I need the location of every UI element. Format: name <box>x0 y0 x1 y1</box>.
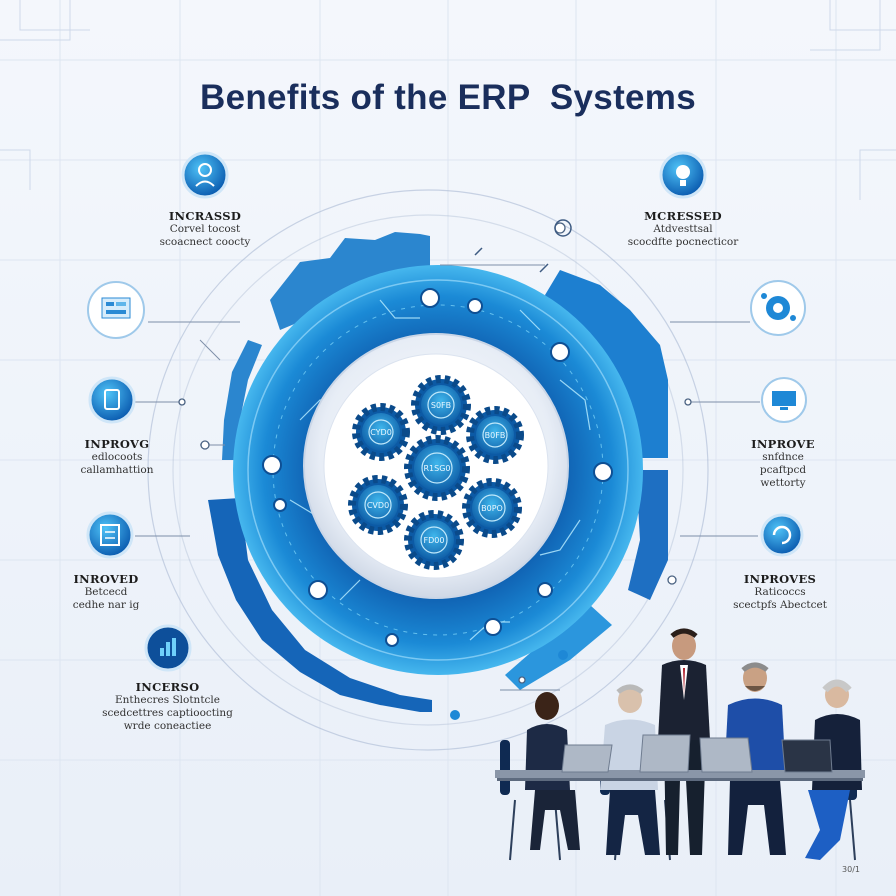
benefit-top-right: MCRESSED Atdvesttsal scocdfte pocnectico… <box>603 209 763 249</box>
ring-nodes <box>262 288 613 647</box>
benefit-line: Atdvesttsal <box>653 223 713 235</box>
benefit-line: wettorty <box>760 477 806 489</box>
person-icon <box>181 151 229 199</box>
gear-label: R1SG0 <box>423 464 450 473</box>
floating-widgets <box>450 219 572 720</box>
corner-mark: 30/1 <box>842 865 860 874</box>
benefit-heading: INPROVES <box>743 572 817 586</box>
benefit-line: snfdnce <box>762 451 804 463</box>
benefit-line: Enthecres Slotntcle <box>115 694 220 706</box>
benefit-line: scectpfs Abectcet <box>733 599 827 611</box>
page-title: Benefits of the ERP Systems <box>200 78 696 117</box>
benefit-mid-left: INPROVG edlocoots callamhattion <box>42 437 192 477</box>
gear-label: B0FB <box>485 431 506 440</box>
benefit-line: scedcettres captioocting <box>102 707 233 719</box>
benefit-low-left: INROVED Betcecd cedhe nar ig <box>36 572 176 612</box>
gear-label: S0FB <box>431 401 451 410</box>
dashboard-icon <box>87 281 145 339</box>
benefit-line: Betcecd <box>84 586 128 598</box>
benefit-line: Raticoccs <box>754 586 806 598</box>
orbit-rings <box>147 189 709 751</box>
benefit-heading: INPROVG <box>84 437 150 451</box>
cycle-icon <box>760 513 804 557</box>
benefit-line: cedhe nar ig <box>72 599 140 611</box>
gear-cluster <box>348 375 524 570</box>
monitor-icon <box>761 377 807 423</box>
benefit-heading: INROVED <box>73 572 139 586</box>
benefit-line: Corvel tocost <box>169 223 241 235</box>
benefit-mid-right: INPROVE snfdnce pcaftpcd wettorty <box>728 437 838 490</box>
lightbulb-icon <box>659 151 707 199</box>
gear-label: CVD0 <box>367 501 389 510</box>
benefit-line: pcaftpcd <box>759 464 807 476</box>
benefit-line: callamhattion <box>80 464 154 476</box>
document-icon <box>88 376 136 424</box>
benefit-low-right: INPROVES Raticoccs scectpfs Abectcet <box>705 572 855 612</box>
connector-dots <box>178 222 692 684</box>
benefit-line: edlocoots <box>91 451 143 463</box>
gear-label: FD00 <box>424 536 445 545</box>
benefit-line: wrde coneactiee <box>123 720 212 732</box>
gear-label: B0PO <box>481 504 503 513</box>
gear-labels: S0FB CYD0 B0FB R1SG0 CVD0 B0PO FD00 <box>367 401 505 545</box>
gear-label: CYD0 <box>370 428 392 437</box>
network-icon <box>750 280 806 336</box>
report-icon <box>86 511 134 559</box>
benefit-heading: MCRESSED <box>644 209 722 223</box>
chart-icon <box>144 624 192 672</box>
benefit-heading: INCERSO <box>135 680 200 694</box>
connector-lines <box>135 264 760 691</box>
outer-gear-segments <box>208 232 668 712</box>
benefit-line: scoacnect coocty <box>159 236 251 248</box>
benefit-heading: INCRASSD <box>168 209 242 223</box>
business-team-illustration <box>495 628 865 861</box>
benefit-heading: INPROVE <box>751 437 815 451</box>
benefit-line: scocdfte pocnecticor <box>627 236 739 248</box>
benefit-bottom-left: INCERSO Enthecres Slotntcle scedcettres … <box>85 680 250 733</box>
benefit-top-left: INCRASSD Corvel tocost scoacnect coocty <box>130 209 280 249</box>
benefit-icons <box>86 151 807 672</box>
